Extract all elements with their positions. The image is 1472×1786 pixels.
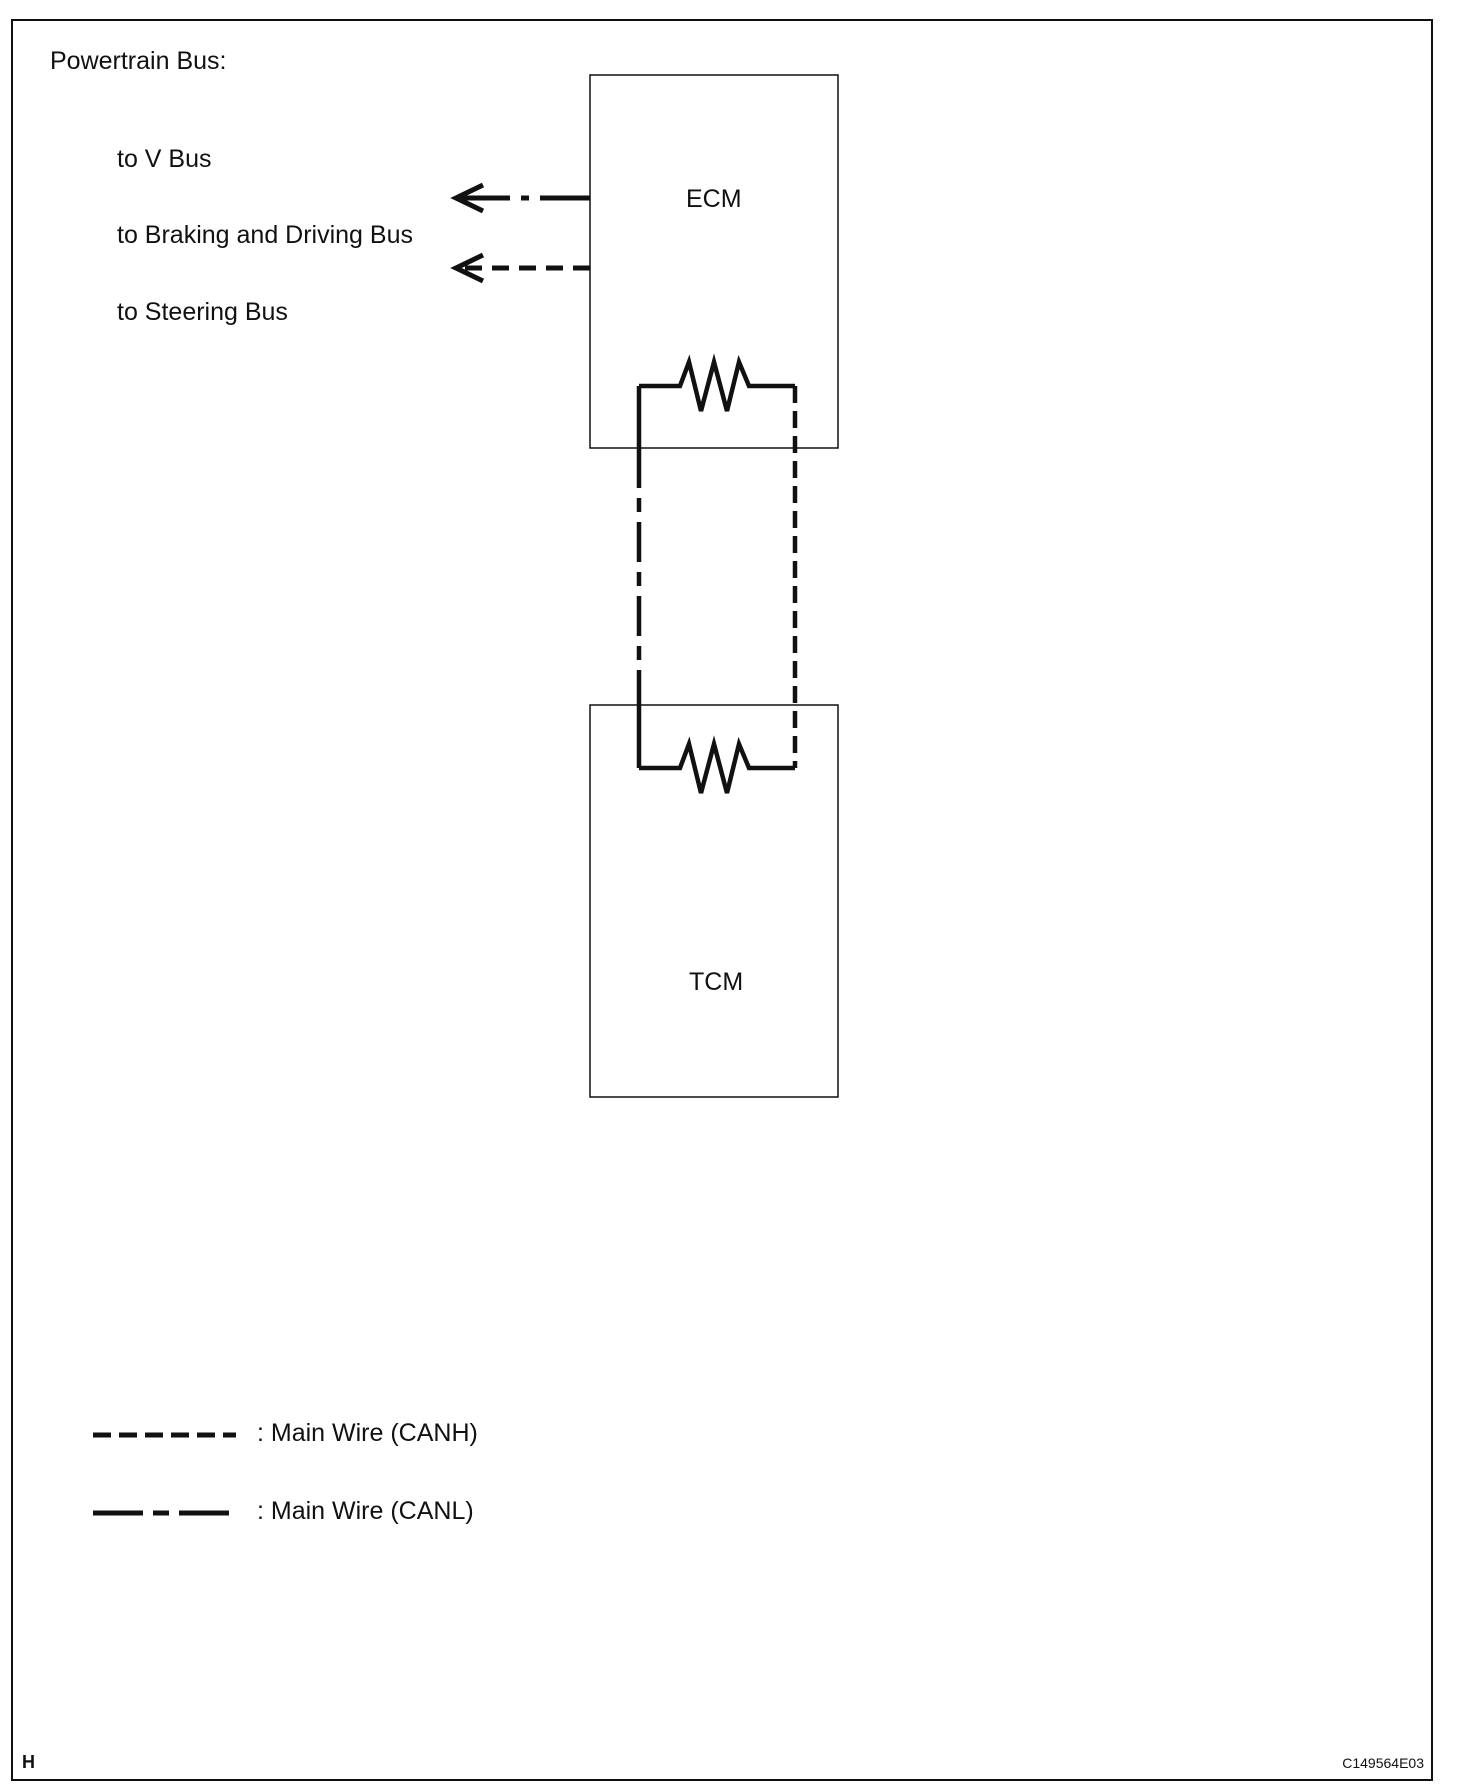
corner-code: H bbox=[22, 1752, 35, 1772]
tcm-resistor bbox=[639, 735, 795, 794]
legend-canh-label: : Main Wire (CANH) bbox=[257, 1419, 478, 1447]
ecm-label: ECM bbox=[686, 185, 742, 213]
tcm-label: TCM bbox=[689, 968, 743, 996]
legend-canl-label: : Main Wire (CANL) bbox=[257, 1497, 474, 1525]
tcm-box bbox=[589, 704, 839, 1098]
output-label-v-bus: to V Bus bbox=[117, 145, 212, 173]
figure-id: C149564E03 bbox=[1342, 1755, 1424, 1771]
output-label-steering-bus: to Steering Bus bbox=[117, 298, 288, 326]
output-label-braking-driving-bus: to Braking and Driving Bus bbox=[117, 221, 413, 249]
diagram-title: Powertrain Bus: bbox=[50, 47, 226, 75]
diagram-border bbox=[11, 19, 1433, 1781]
ecm-box bbox=[589, 74, 839, 449]
ecm-resistor bbox=[639, 353, 795, 412]
arrow-head-v-bus bbox=[450, 182, 485, 214]
arrow-head-braking-driving-bus bbox=[450, 252, 485, 284]
